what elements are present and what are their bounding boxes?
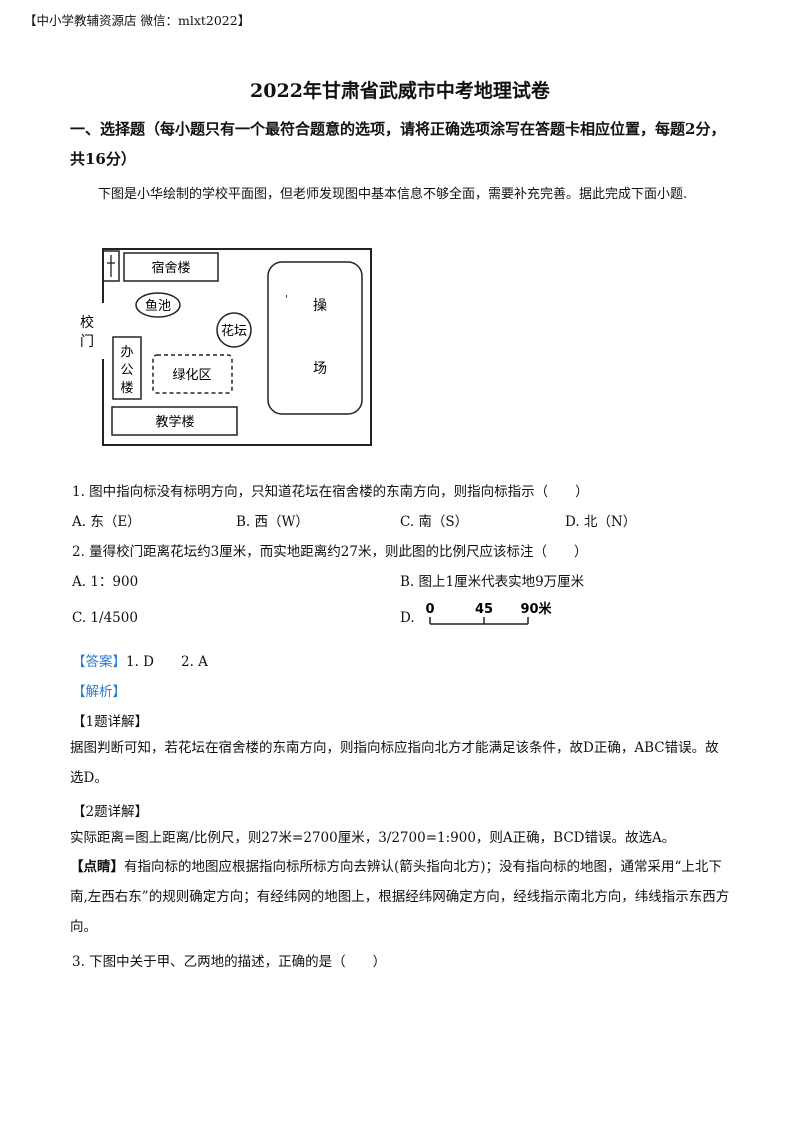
source-header: 【中小学教辅资源店 微信：mlxt2022】: [24, 13, 251, 28]
section-heading: 一、选择题（每小题只有一个最符合题意的选项，请将正确选项涂写在答题卡相应位置，每…: [70, 120, 726, 168]
answer-tag: 【答案】: [72, 654, 126, 670]
q2-option-a: A. 1：900: [72, 574, 139, 590]
q1-option-c: C. 南（S）: [400, 514, 469, 530]
playground-label-1: 操: [313, 298, 327, 314]
office-label-3: 楼: [120, 381, 133, 396]
detail-2-heading: 【2题详解】: [72, 804, 149, 820]
question-3: 3. 下图中关于甲、乙两地的描述，正确的是（ ）: [72, 954, 387, 970]
question-2: 2. 量得校门距离花坛约3厘米，而实地距离约27米，则此图的比例尺应该标注（ ）: [72, 544, 588, 560]
detail-1-heading: 【1题详解】: [72, 714, 149, 730]
intro-paragraph: 下图是小华绘制的学校平面图，但老师发现图中基本信息不够全面，需要补充完善。据此完…: [98, 187, 688, 202]
school-plan-map: 宿舍楼 鱼池 花坛 ' 操 场 校 门 办 公 楼 绿化区 教学楼: [80, 248, 372, 446]
q2-option-d: D.: [400, 610, 415, 626]
scale-label-90: 90米: [520, 601, 552, 617]
teaching-box: [111, 406, 238, 436]
playground-label-2: 场: [313, 361, 327, 377]
playground-mark: ': [285, 294, 288, 305]
dormitory-box: [123, 252, 219, 282]
green-area-label: 绿化区: [172, 368, 211, 383]
scale-label-45: 45: [475, 602, 493, 617]
flowerbed-label: 花坛: [221, 323, 247, 339]
office-label-2: 公: [120, 363, 133, 378]
fishpond-ellipse: [135, 292, 181, 318]
analysis-tag: 【解析】: [72, 684, 126, 700]
gate-gap: [99, 303, 107, 359]
answer-line: 【答案】1. D 2. A: [72, 650, 208, 670]
fishpond-label: 鱼池: [145, 298, 171, 314]
tip-paragraph: 【点睛】有指向标的地图应根据指向标所标方向去辨认(箭头指向北方)；没有指向标的地…: [70, 852, 730, 942]
q1-option-a: A. 东（E）: [72, 514, 141, 530]
dormitory-label: 宿舍楼: [151, 260, 190, 276]
gate-label-2: 门: [80, 334, 94, 350]
q1-option-d: D. 北（N）: [565, 514, 637, 530]
detail-1-body: 据图判断可知，若花坛在宿舍楼的东南方向，则指向标应指向北方才能满足该条件，故D正…: [70, 740, 719, 786]
flowerbed-circle: [216, 312, 252, 348]
scale-label-0: 0: [425, 602, 434, 617]
q2-option-b: B. 图上1厘米代表实地9万厘米: [400, 574, 585, 590]
teaching-label: 教学楼: [155, 414, 194, 430]
answer-text: 1. D 2. A: [126, 654, 208, 670]
q1-option-b: B. 西（W）: [236, 514, 309, 530]
pointer-arrow-icon: [107, 255, 115, 277]
gate-label-1: 校: [80, 314, 94, 331]
question-1: 1. 图中指向标没有标明方向，只知道花坛在宿舍楼的东南方向，则指向标指示（ ）: [72, 484, 589, 500]
tip-heading: 【点睛】: [70, 859, 124, 875]
detail-2-body: 实际距离=图上距离/比例尺，则27米=2700厘米，3/2700=1:900，则…: [70, 830, 676, 846]
scale-bar: 0 45 90米: [425, 601, 553, 625]
scale-line: [429, 617, 529, 625]
page-title: 2022年甘肃省武威市中考地理试卷: [250, 80, 550, 102]
office-box: [112, 336, 142, 400]
q2-option-c: C. 1/4500: [72, 610, 138, 626]
playground-box: [267, 261, 363, 415]
pointer-box: [102, 250, 120, 282]
tip-body: 有指向标的地图应根据指向标所标方向去辨认(箭头指向北方)；没有指向标的地图，通常…: [70, 859, 730, 935]
green-area-box: [152, 354, 233, 394]
office-label-1: 办: [120, 345, 133, 360]
